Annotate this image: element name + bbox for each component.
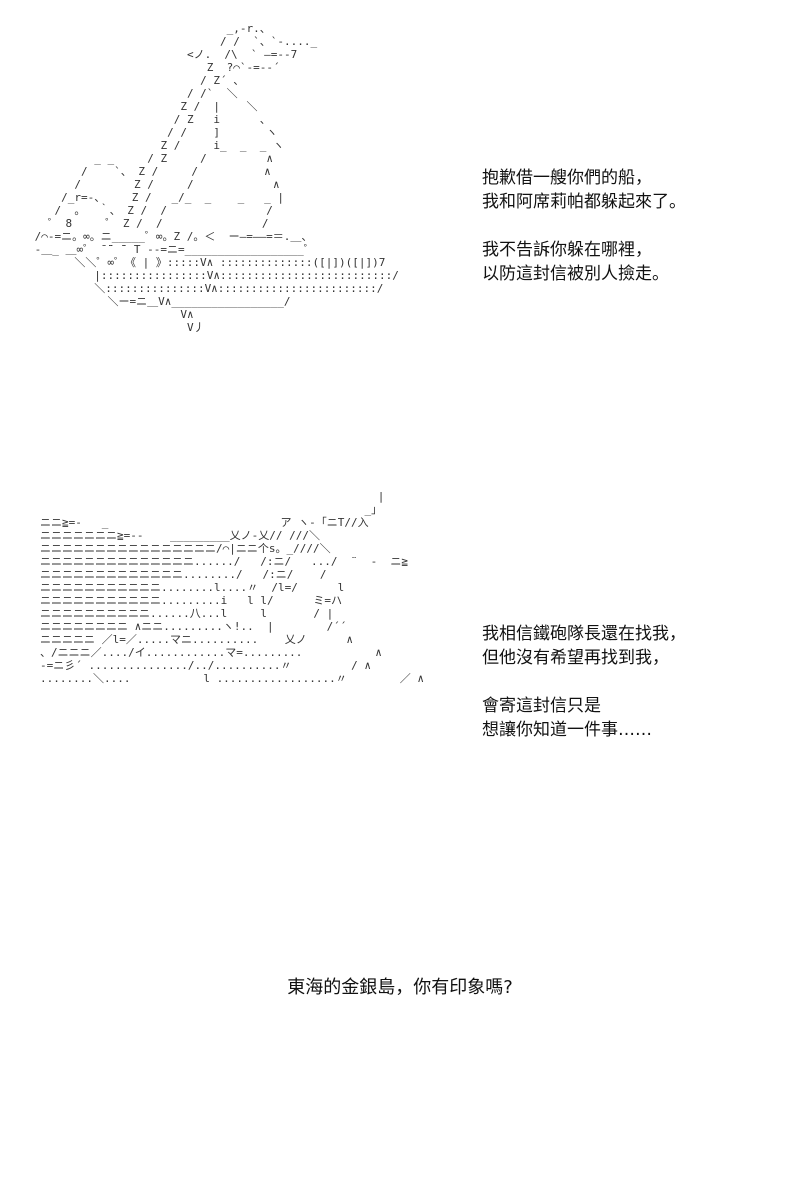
message-1-line: 我和阿席莉帕都躲起來了。 (482, 192, 686, 212)
message-2-line: 但他沒有希望再找到我， (482, 648, 669, 668)
message-2-line: 我相信鐵砲隊長還在找我， (482, 624, 686, 644)
message-2-blank-line (482, 670, 686, 694)
message-1-line: 抱歉借一艘你們的船， (482, 168, 652, 188)
message-1-line: 我不告訴你躲在哪裡， (482, 240, 652, 260)
cliff-ascii-art: | _」 ニニ≧=- _ ア ヽ-「ニT//入 ニニニニニニニ≧=-- ____… (40, 490, 424, 685)
closing-question: 東海的金銀島，你有印象嗎? (287, 977, 513, 998)
message-2-line: 會寄這封信只是 (482, 696, 601, 716)
message-1-blank-line (482, 214, 686, 238)
sailing-ship-ascii-art: _,-r.、 / / `、`-...._ <ノ. /\ ` ―=--7 Z ?⌒… (34, 22, 399, 334)
letter-message-1: 抱歉借一艘你們的船， 我和阿席莉帕都躲起來了。 我不告訴你躲在哪裡， 以防這封信… (482, 166, 686, 286)
letter-message-2: 我相信鐵砲隊長還在找我， 但他沒有希望再找到我， 會寄這封信只是 想讓你知道一件… (482, 622, 686, 742)
message-2-line: 想讓你知道一件事…… (482, 720, 652, 740)
message-1-line: 以防這封信被別人撿走。 (482, 264, 669, 284)
